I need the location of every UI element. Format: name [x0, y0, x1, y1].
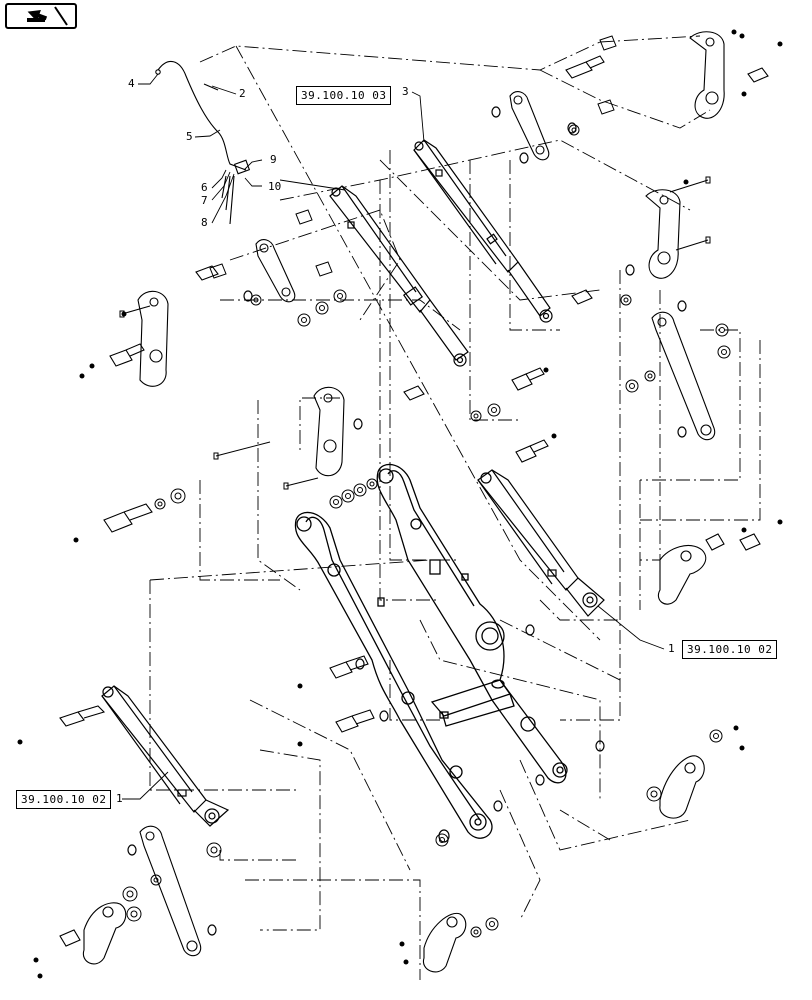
- bolts: [119, 176, 711, 490]
- callout-7: 7: [201, 194, 208, 207]
- cylinder-right-lower: [477, 469, 605, 617]
- back-navigation-button[interactable]: [5, 3, 77, 29]
- loader-arm-right: [376, 463, 568, 784]
- bellcrank-right-upper: [645, 189, 681, 279]
- lever-bottom-center: [422, 912, 467, 973]
- bushings: [209, 35, 617, 279]
- reference-link-39-100-10-02-right[interactable]: 39.100.10 02: [682, 640, 778, 659]
- reference-link-39-100-10-03[interactable]: 39.100.10 03: [296, 86, 392, 105]
- callout-4: 4: [128, 77, 135, 90]
- callout-2: 2: [239, 87, 246, 100]
- leader-lines: [122, 73, 665, 800]
- cylinder-left-upper: [329, 185, 469, 367]
- callout-10: 10: [268, 180, 282, 193]
- arrow-back-icon: [27, 6, 68, 26]
- assembly-guide-lines: [149, 35, 761, 980]
- pins: [59, 55, 769, 947]
- callout-5: 5: [186, 130, 193, 143]
- link-left-lower: [139, 825, 202, 957]
- callout-8: 8: [201, 216, 208, 229]
- hose-assembly: [155, 60, 251, 225]
- callout-1-right: 1: [668, 642, 675, 655]
- lever-right-lower: [658, 545, 707, 605]
- bellcrank-top-right: [689, 31, 725, 119]
- cylinder-3: [413, 139, 553, 323]
- bellcrank-left-upper: [137, 290, 169, 387]
- cross-tube: [430, 679, 515, 727]
- lever-link-left-upper: [255, 239, 296, 303]
- link-right-middle: [651, 311, 716, 441]
- lever-bottom-right: [659, 755, 705, 819]
- reference-link-39-100-10-02-left[interactable]: 39.100.10 02: [16, 790, 112, 809]
- bellcrank-center: [313, 386, 345, 477]
- callout-1-left: 1: [116, 792, 123, 805]
- callout-3: 3: [402, 85, 409, 98]
- callout-9: 9: [270, 153, 277, 166]
- washers: [122, 124, 731, 938]
- loader-arm-left: [294, 511, 493, 839]
- lever-link-top-center: [509, 91, 550, 161]
- small-hardware: [17, 29, 783, 979]
- snap-rings: [127, 106, 687, 936]
- callout-6: 6: [201, 181, 208, 194]
- lever-left-bottom: [82, 902, 127, 965]
- cylinder-left-lower: [101, 685, 230, 827]
